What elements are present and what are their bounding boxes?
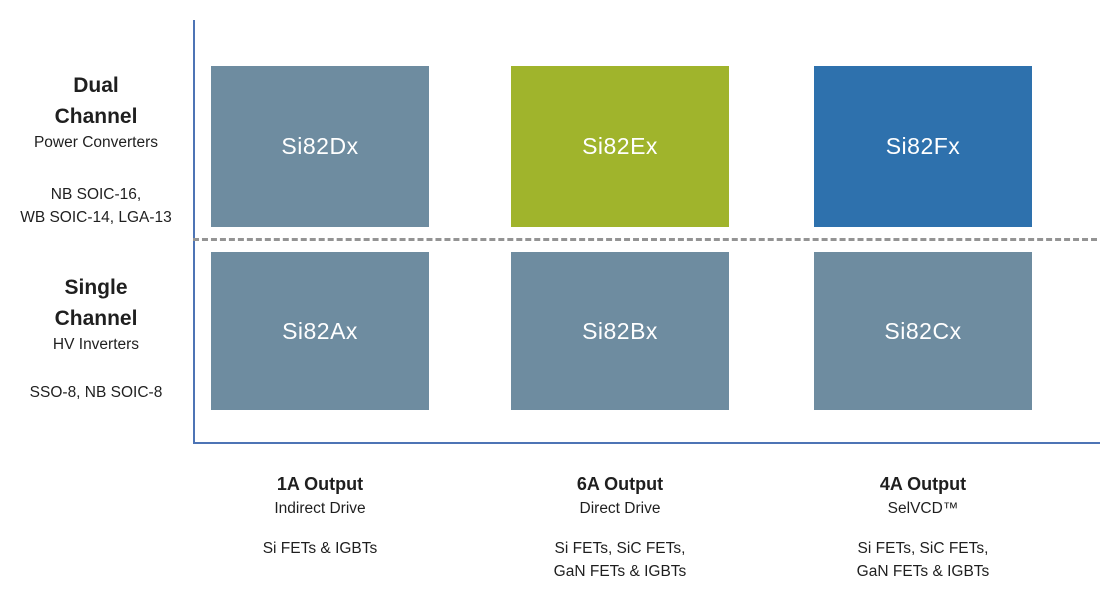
row-title-line: Channel — [54, 105, 138, 128]
row-divider-dashed-line — [193, 238, 1097, 241]
column-devices: Si FETs, SiC FETs, GaN FETs & IGBTs — [783, 537, 1063, 583]
devices-line: Si FETs, SiC FETs, — [857, 540, 989, 557]
column-subtitle: Indirect Drive — [274, 500, 366, 517]
product-box-si82bx: Si82Bx — [511, 252, 729, 410]
product-box-label: Si82Dx — [281, 133, 359, 159]
row-title-line: Dual — [73, 74, 119, 97]
x-axis-line — [193, 442, 1100, 444]
product-box-si82fx: Si82Fx — [814, 66, 1032, 227]
product-box-label: Si82Ex — [582, 133, 658, 159]
column-label-1a-output: 1A Output Indirect Drive Si FETs & IGBTs — [180, 471, 460, 560]
column-subtitle: Direct Drive — [579, 500, 661, 517]
devices-line: Si FETs, SiC FETs, — [554, 540, 686, 557]
devices-line: GaN FETs & IGBTs — [553, 563, 687, 580]
devices-line: Si FETs & IGBTs — [262, 540, 378, 557]
row-packages: SSO-8, NB SOIC-8 — [0, 381, 192, 404]
product-box-si82ex: Si82Ex — [511, 66, 729, 227]
row-label-single-channel: Single Channel HV Inverters SSO-8, NB SO… — [0, 272, 192, 404]
product-box-label: Si82Bx — [582, 317, 658, 344]
product-box-si82dx: Si82Dx — [211, 66, 429, 227]
product-box-label: Si82Ax — [282, 317, 358, 344]
row-title-line: Channel — [54, 307, 138, 330]
column-title: 6A Output — [576, 474, 664, 494]
column-devices: Si FETs, SiC FETs, GaN FETs & IGBTs — [480, 537, 760, 583]
package-line: WB SOIC-14, LGA-13 — [20, 209, 172, 226]
column-title: 1A Output — [276, 474, 364, 494]
row-title-line: Single — [64, 276, 128, 299]
product-box-si82ax: Si82Ax — [211, 252, 429, 410]
product-box-label: Si82Fx — [885, 133, 961, 159]
row-packages: NB SOIC-16, WB SOIC-14, LGA-13 — [0, 183, 192, 229]
column-label-4a-output: 4A Output SelVCD™ Si FETs, SiC FETs, GaN… — [783, 471, 1063, 583]
row-label-dual-channel: Dual Channel Power Converters NB SOIC-16… — [0, 70, 192, 229]
product-box-si82cx: Si82Cx — [814, 252, 1032, 410]
y-axis-line — [193, 20, 195, 444]
column-title: 4A Output — [879, 474, 967, 494]
package-line: NB SOIC-16, — [50, 186, 142, 203]
row-subtitle: Power Converters — [33, 134, 159, 151]
devices-line: GaN FETs & IGBTs — [856, 563, 990, 580]
product-box-label: Si82Cx — [884, 317, 962, 344]
column-label-6a-output: 6A Output Direct Drive Si FETs, SiC FETs… — [480, 471, 760, 583]
row-subtitle: HV Inverters — [52, 336, 140, 353]
column-subtitle: SelVCD™ — [887, 500, 959, 517]
column-devices: Si FETs & IGBTs — [180, 537, 460, 560]
package-line: SSO-8, NB SOIC-8 — [29, 384, 163, 401]
